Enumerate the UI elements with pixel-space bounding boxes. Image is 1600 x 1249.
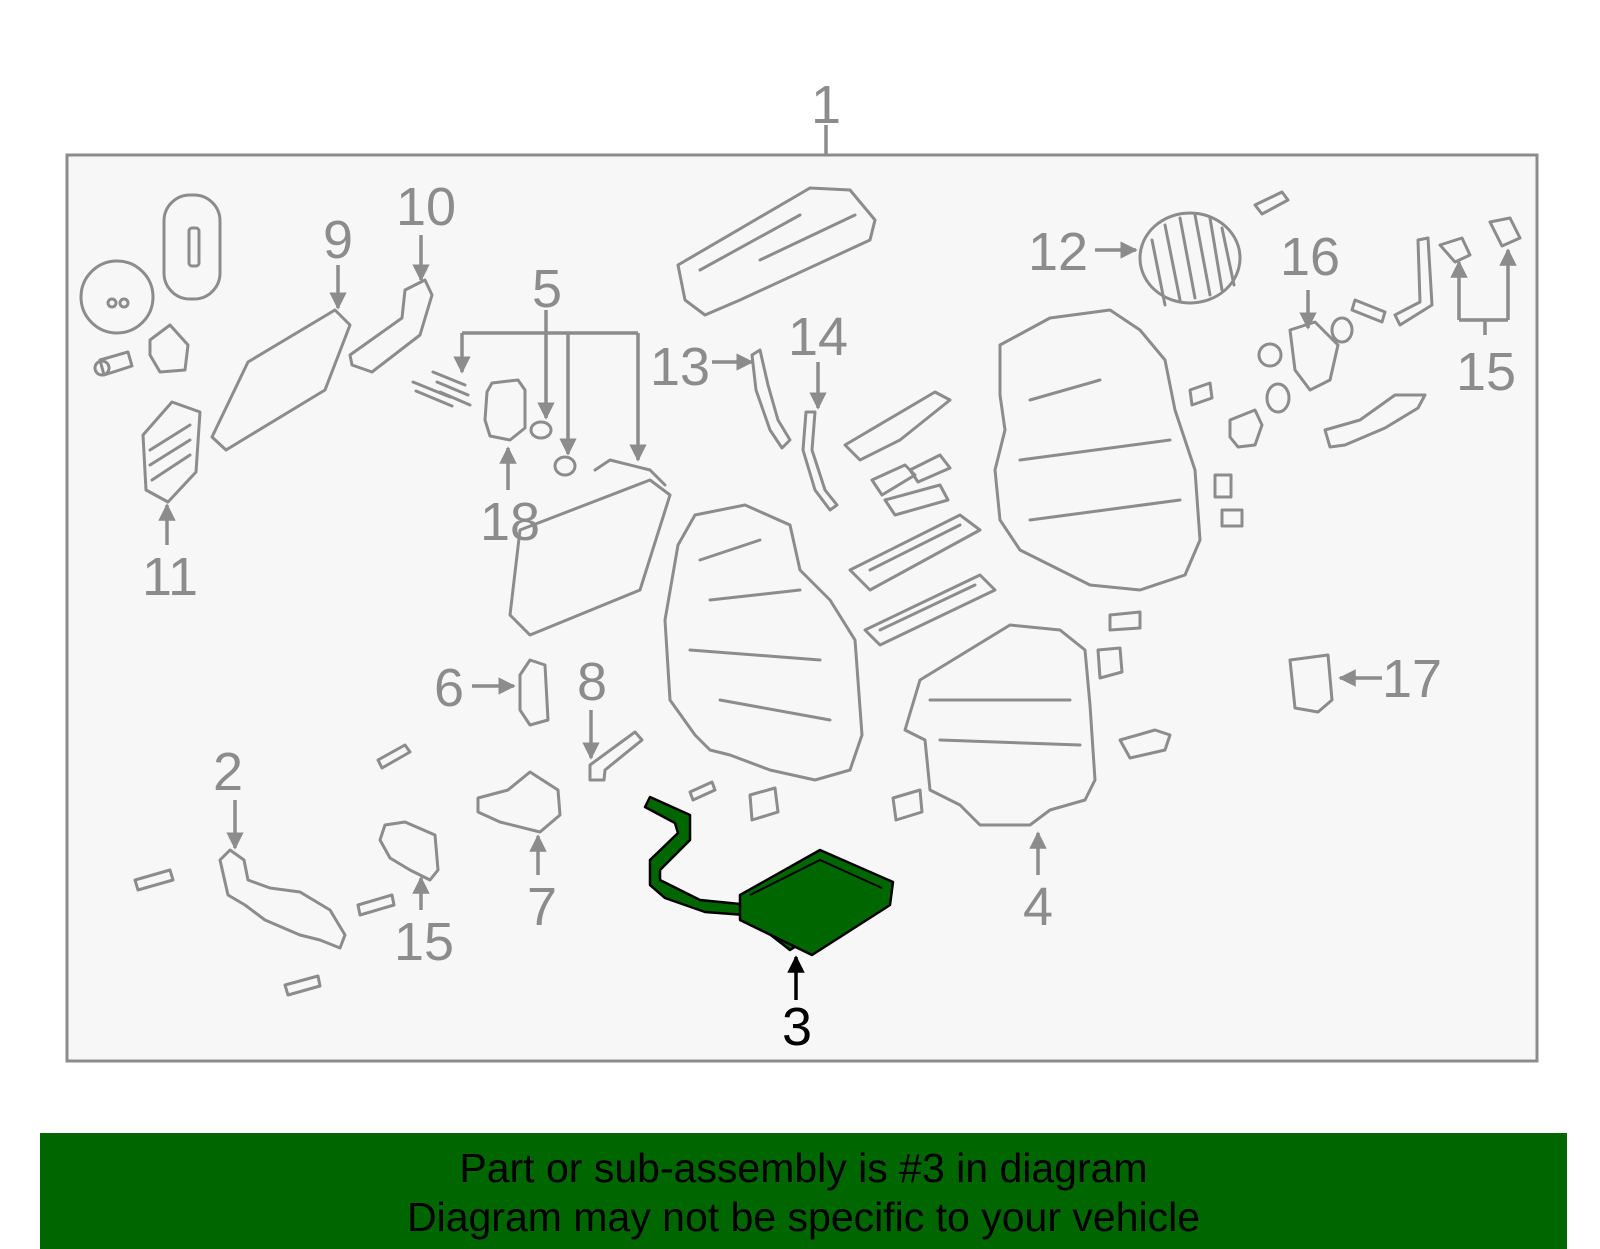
part-doors [843, 390, 997, 647]
callout-18: 18 [480, 492, 540, 552]
part-2-bracket [218, 848, 347, 950]
part-evaporator [508, 458, 672, 637]
callout-7: 7 [527, 877, 557, 937]
banner-line-1: Part or sub-assembly is #3 in diagram [459, 1145, 1148, 1191]
info-banner: Part or sub-assembly is #3 in diagram Di… [40, 1133, 1567, 1249]
banner-line-2: Diagram may not be specific to your vehi… [406, 1194, 1200, 1240]
part-10-bracket [348, 278, 434, 374]
part-5-seals [411, 370, 577, 477]
callout-4: 4 [1023, 877, 1053, 937]
part-cover [79, 193, 222, 377]
callout-16: 16 [1280, 227, 1340, 287]
callout-11: 11 [142, 547, 198, 607]
part-housing-upper [993, 308, 1202, 592]
callout-15-right: 15 [1456, 342, 1516, 402]
leader-lines [158, 235, 1517, 1000]
part-3-heater-core [643, 795, 895, 957]
callout-13: 13 [650, 337, 710, 397]
callout-17: 17 [1382, 649, 1442, 709]
part-15-plate [378, 820, 440, 882]
part-12-blower-motor [1138, 190, 1290, 307]
parts-diagram: 1 2 3 4 5 6 7 8 9 10 11 12 13 14 15 15 1… [65, 75, 1539, 1063]
callout-6: 6 [434, 658, 464, 718]
callout-8: 8 [577, 652, 607, 712]
part-18-valve [483, 378, 527, 442]
part-4-housing [903, 623, 1097, 827]
callout-14: 14 [788, 307, 848, 367]
part-duct-top [676, 186, 877, 317]
bolts [133, 743, 924, 997]
part-7-bracket [476, 770, 562, 834]
callout-1: 1 [811, 75, 841, 135]
callout-2: 2 [213, 742, 243, 802]
part-14-hose [801, 410, 839, 512]
callout-10: 10 [396, 177, 456, 237]
part-8-sensor [588, 730, 644, 782]
callout-9: 9 [323, 210, 353, 270]
callout-3: 3 [782, 997, 812, 1057]
part-11-grille [141, 400, 202, 504]
part-6-actuator [518, 658, 550, 727]
callout-5: 5 [532, 259, 562, 319]
part-case-left [663, 503, 864, 782]
part-9-filter [210, 308, 352, 452]
callout-12: 12 [1028, 222, 1088, 282]
callout-15-left: 15 [394, 912, 454, 972]
